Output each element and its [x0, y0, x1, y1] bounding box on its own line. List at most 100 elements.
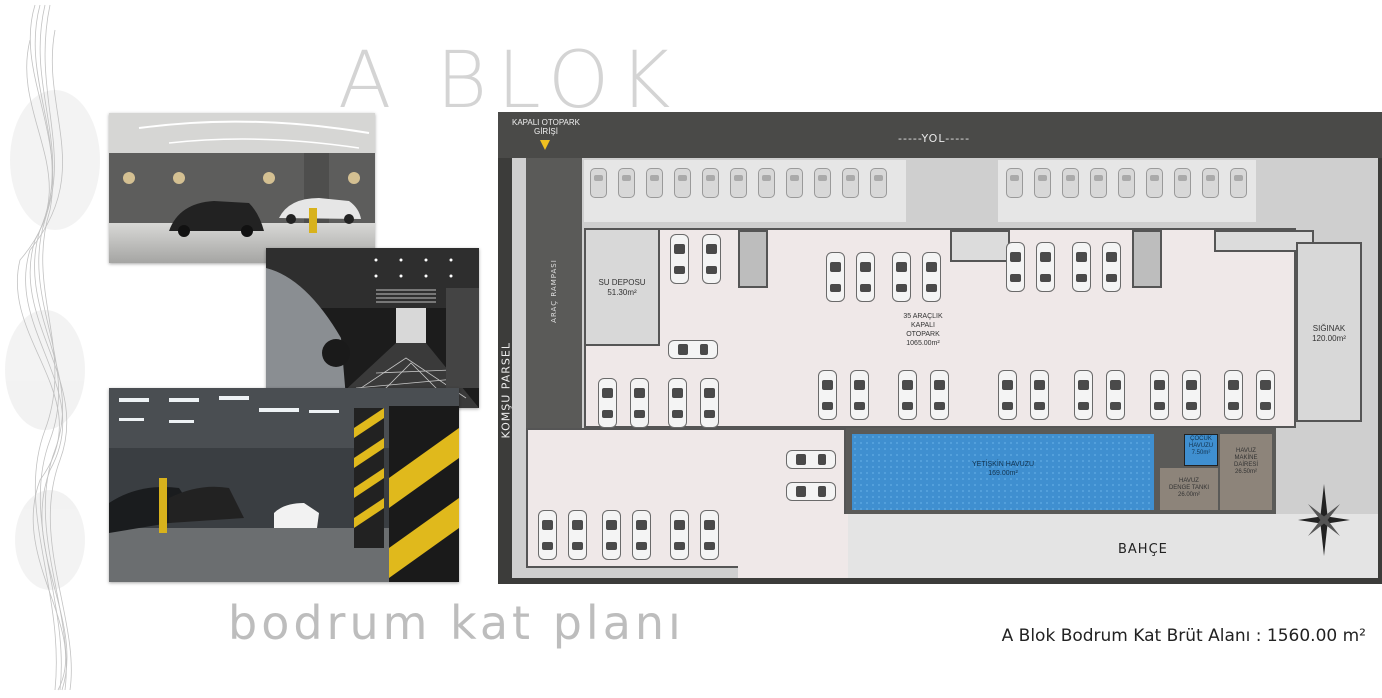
neighbor-parcel-label: KOMŞU PARSEL: [499, 342, 513, 439]
parked-car: [786, 482, 836, 501]
stair-core-right: [1132, 230, 1162, 288]
outdoor-parking-car: [870, 168, 887, 198]
neighbor-parcel-strip: [498, 158, 512, 584]
parked-car: [598, 378, 617, 428]
service-rooms-right: [1214, 230, 1314, 252]
pool-balance-label: HAVUZ DENGE TANKI 26.00m²: [1160, 478, 1218, 499]
child-pool-label: ÇOCUK HAVUZU 7.50m²: [1185, 436, 1217, 457]
parked-car: [998, 370, 1017, 420]
child-pool: ÇOCUK HAVUZU 7.50m²: [1184, 434, 1218, 466]
outdoor-parking-car: [1034, 168, 1051, 198]
parking-label-line2: KAPALI: [911, 322, 935, 329]
parking-label-line4: 1065.00m²: [906, 340, 940, 347]
parked-car: [1072, 242, 1091, 292]
parked-car: [786, 450, 836, 469]
page-title: A BLOK: [338, 36, 681, 126]
pool-machine-line3: DAİRESİ: [1233, 462, 1258, 468]
road-label: -----YOL-----: [898, 132, 971, 145]
parked-car: [850, 370, 869, 420]
garden-label: BAHÇE: [1118, 542, 1168, 557]
floor-plan: -----YOL----- KAPALI OTOPARK GİRİŞİ KOMŞ…: [498, 112, 1382, 584]
adult-pool-label: YETİŞKİN HAVUZU 169.00m²: [852, 460, 1154, 478]
parked-car: [602, 510, 621, 560]
parked-car: [568, 510, 587, 560]
garage-photo-3: [109, 388, 459, 582]
adult-pool-area: 169.00m²: [988, 470, 1018, 477]
pool-balance-line1: HAVUZ: [1179, 478, 1199, 484]
outdoor-parking-car: [702, 168, 719, 198]
pool-machine-area: 26.50m²: [1234, 469, 1257, 475]
parked-car: [630, 378, 649, 428]
water-tank-label: SU DEPOSU 51.30m²: [586, 278, 658, 298]
child-pool-name: ÇOCUK: [1190, 436, 1212, 442]
parked-car: [922, 252, 941, 302]
outdoor-parking-car: [814, 168, 831, 198]
north-compass-icon: [1298, 484, 1350, 556]
service-rooms-center: [950, 230, 1010, 262]
shelter-room: SIĞINAK 120.00m²: [1296, 242, 1362, 422]
parked-car: [538, 510, 557, 560]
parked-car: [700, 510, 719, 560]
pool-machine-label: HAVUZ MAKİNE DAİRESİ 26.50m²: [1220, 448, 1272, 476]
total-area-caption: A Blok Bodrum Kat Brüt Alanı : 1560.00 m…: [1001, 626, 1366, 646]
pool-machine-room: HAVUZ MAKİNE DAİRESİ 26.50m²: [1220, 434, 1272, 510]
parked-car: [1102, 242, 1121, 292]
outdoor-parking-car: [786, 168, 803, 198]
parked-car: [856, 252, 875, 302]
parked-car: [668, 378, 687, 428]
outdoor-parking-car: [590, 168, 607, 198]
pool-machine-line1: HAVUZ: [1236, 448, 1256, 454]
entrance-arrow-icon: [540, 140, 550, 150]
decorative-smoke: [5, 4, 100, 691]
parked-car: [1036, 242, 1055, 292]
parked-car: [1106, 370, 1125, 420]
stair-core-left: [738, 230, 768, 288]
parked-car: [892, 252, 911, 302]
parked-car: [1030, 370, 1049, 420]
parked-car: [670, 510, 689, 560]
parked-car: [702, 234, 721, 284]
outdoor-parking-car: [1118, 168, 1135, 198]
parked-car: [1074, 370, 1093, 420]
page-subtitle: bodrum kat planı: [228, 596, 685, 650]
road-strip: [498, 112, 1382, 158]
parking-label-line1: 35 ARAÇLIK: [903, 313, 943, 320]
water-tank-area: 51.30m²: [607, 288, 637, 297]
adult-pool: YETİŞKİN HAVUZU 169.00m²: [852, 434, 1154, 510]
entrance-label-line2: GİRİŞİ: [533, 127, 558, 136]
garage-photo-2: [266, 248, 479, 408]
pool-balance-line2: DENGE TANKI: [1168, 485, 1210, 491]
outdoor-parking-car: [1174, 168, 1191, 198]
garage-photo-1: [109, 113, 375, 263]
parked-car: [670, 234, 689, 284]
outdoor-parking-car: [1146, 168, 1163, 198]
shelter-area: 120.00m²: [1312, 334, 1346, 343]
outdoor-parking-car: [646, 168, 663, 198]
parked-car: [700, 378, 719, 428]
entrance-label-line1: KAPALI OTOPARK: [511, 118, 581, 127]
water-tank-room: SU DEPOSU 51.30m²: [584, 228, 660, 346]
parked-car: [1224, 370, 1243, 420]
outdoor-parking-car: [674, 168, 691, 198]
car-ramp: [526, 158, 582, 428]
outdoor-parking-car: [730, 168, 747, 198]
outdoor-parking-car: [758, 168, 775, 198]
parked-car: [818, 370, 837, 420]
parking-label: 35 ARAÇLIK KAPALI OTOPARK 1065.00m²: [878, 312, 968, 348]
parked-car: [632, 510, 651, 560]
shelter-label: SIĞINAK 120.00m²: [1298, 324, 1360, 344]
entrance-label: KAPALI OTOPARK GİRİŞİ: [506, 118, 586, 136]
parking-label-line3: OTOPARK: [906, 331, 940, 338]
outdoor-parking-car: [1062, 168, 1079, 198]
pool-balance-tank: HAVUZ DENGE TANKI 26.00m²: [1160, 468, 1218, 510]
child-pool-area: 7.50m²: [1191, 450, 1211, 456]
outdoor-parking-car: [842, 168, 859, 198]
water-tank-name: SU DEPOSU: [598, 278, 646, 287]
car-ramp-label: ARAÇ RAMPASI: [550, 259, 558, 323]
shelter-name: SIĞINAK: [1312, 324, 1346, 333]
child-pool-name2: HAVUZU: [1188, 443, 1214, 449]
parked-car: [1150, 370, 1169, 420]
outdoor-parking-car: [1090, 168, 1107, 198]
pool-balance-area: 26.00m²: [1177, 492, 1200, 498]
parked-car: [930, 370, 949, 420]
